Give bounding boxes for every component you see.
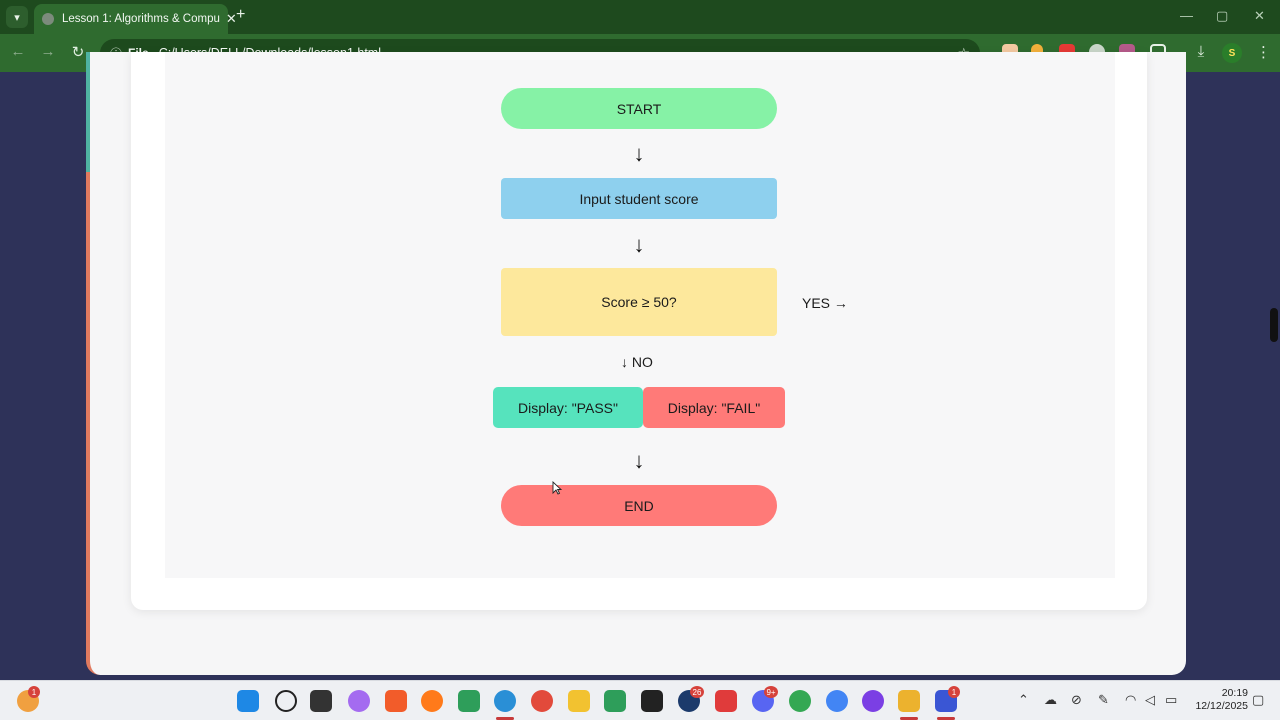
- globe-icon: [42, 13, 54, 25]
- flowchart-end-node: END: [501, 485, 777, 526]
- volume-icon[interactable]: ◁: [1145, 692, 1155, 707]
- clock-time: 20:19: [1221, 687, 1248, 699]
- active-app-indicator: [900, 717, 918, 720]
- chrome-icon[interactable]: [531, 690, 553, 712]
- clock-date: 12/12/2025: [1195, 700, 1248, 712]
- reload-icon[interactable]: ↻: [71, 44, 85, 61]
- chrome-profile-icon[interactable]: [862, 690, 884, 712]
- chrome-profile-icon[interactable]: [789, 690, 811, 712]
- edge-icon[interactable]: [494, 690, 516, 712]
- brave-icon[interactable]: [385, 690, 407, 712]
- tray-overflow-icon[interactable]: ⌃: [1018, 692, 1029, 707]
- flowchart-card: START ↓ Input student score ↓ Score ≥ 50…: [131, 52, 1147, 610]
- task-view-icon[interactable]: [310, 690, 332, 712]
- no-branch-label: ↓ NO: [621, 354, 653, 370]
- close-window-icon[interactable]: ✕: [1254, 8, 1265, 23]
- p-app-icon[interactable]: [641, 690, 663, 712]
- firefox-icon[interactable]: [421, 690, 443, 712]
- battery-icon[interactable]: ▭: [1165, 692, 1178, 707]
- active-app-indicator: [937, 717, 955, 720]
- wifi-icon[interactable]: ◠: [1125, 692, 1137, 707]
- cloud-off-icon[interactable]: ⊘: [1071, 692, 1082, 707]
- meet-icon[interactable]: [604, 690, 626, 712]
- windows-taskbar: 1 26 9+ 1 ⌃ ☁ ⊘ ✎ ◠ ◁ ▭ 20:19 12/12/2025…: [0, 680, 1280, 720]
- flow-arrow-icon: ↓: [633, 141, 645, 166]
- new-tab-button[interactable]: +: [236, 6, 246, 23]
- flowchart-fail-node: Display: "FAIL": [643, 387, 785, 428]
- notifications-icon[interactable]: ▢: [1252, 692, 1265, 707]
- onedrive-icon[interactable]: ☁: [1044, 692, 1057, 707]
- active-app-indicator: [496, 717, 514, 720]
- copilot-icon[interactable]: [348, 690, 370, 712]
- active-tab[interactable]: Lesson 1: Algorithms & Compu ✕: [34, 4, 237, 34]
- flowchart-input-node: Input student score: [501, 178, 777, 219]
- download-icon[interactable]: ⤓: [1197, 43, 1205, 60]
- tab-search-button[interactable]: ▾: [6, 6, 28, 28]
- flowchart: START ↓ Input student score ↓ Score ≥ 50…: [165, 52, 1115, 578]
- forward-icon[interactable]: →: [40, 43, 56, 60]
- system-clock[interactable]: 20:19 12/12/2025: [1188, 687, 1248, 713]
- flowchart-pass-node: Display: "PASS": [493, 387, 643, 428]
- mouse-cursor-icon: [552, 480, 563, 495]
- close-tab-icon[interactable]: ✕: [225, 11, 237, 26]
- wps-icon[interactable]: [715, 690, 737, 712]
- slack-badge: 1: [948, 686, 960, 698]
- slack-icon[interactable]: [898, 690, 920, 712]
- search-icon[interactable]: [275, 690, 297, 712]
- back-icon[interactable]: ←: [10, 43, 26, 60]
- flowchart-decision-node: Score ≥ 50?: [501, 268, 777, 336]
- lesson-panel: START ↓ Input student score ↓ Score ≥ 50…: [86, 52, 1186, 675]
- app-badge: 26: [690, 686, 704, 698]
- weather-badge: 1: [28, 686, 40, 698]
- tab-strip: ▾ Lesson 1: Algorithms & Compu ✕ + — ▢ ✕: [0, 0, 1280, 34]
- yes-branch-label: YES →: [802, 295, 848, 311]
- chrome-profile-icon[interactable]: [826, 690, 848, 712]
- scrollbar-thumb[interactable]: [1270, 308, 1278, 342]
- maximize-icon[interactable]: ▢: [1216, 8, 1229, 23]
- meet-icon[interactable]: [458, 690, 480, 712]
- tab-title: Lesson 1: Algorithms & Compu: [62, 13, 220, 25]
- flow-arrow-icon: ↓: [633, 232, 645, 257]
- start-menu-icon[interactable]: [237, 690, 259, 712]
- browser-menu-icon[interactable]: ⋮: [1256, 44, 1271, 61]
- page-viewport: START ↓ Input student score ↓ Score ≥ 50…: [0, 52, 1280, 680]
- profile-avatar[interactable]: S: [1222, 43, 1242, 63]
- minimize-icon[interactable]: —: [1180, 8, 1193, 23]
- flowchart-start-node: START: [501, 88, 777, 129]
- pen-icon[interactable]: ✎: [1098, 692, 1109, 707]
- discord-badge: 9+: [764, 686, 778, 698]
- file-explorer-icon[interactable]: [568, 690, 590, 712]
- flow-arrow-icon: ↓: [633, 448, 645, 473]
